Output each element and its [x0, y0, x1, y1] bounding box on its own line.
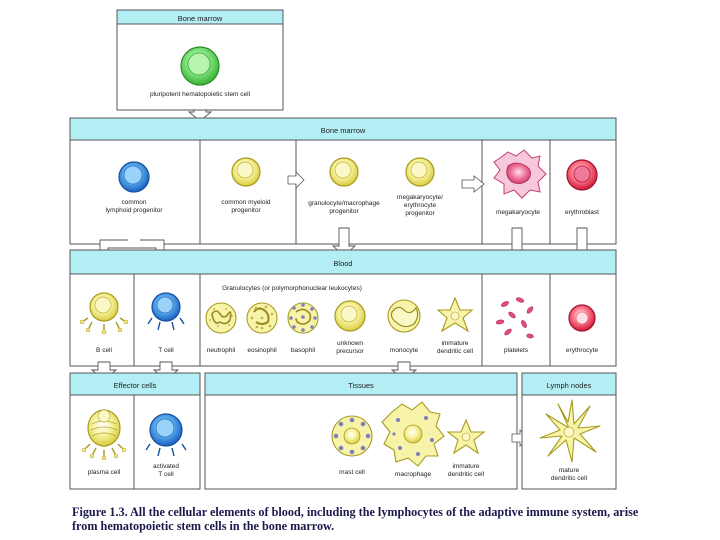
lymphoid-progenitor-label-1: common — [122, 199, 147, 206]
stem-cell-label: pluripotent hematopoietic stem cell — [150, 91, 251, 98]
erythroblast-cell — [566, 159, 598, 191]
lymph-title: Lymph nodes — [547, 381, 592, 390]
tissues-panel: Tissues mast cell macrophage — [204, 372, 518, 490]
myeloid-progenitor-cell — [231, 157, 261, 187]
gm-progenitor-cell — [329, 157, 359, 187]
mature-dc-label-1: mature — [559, 467, 580, 474]
lymphoid-progenitor-label-2: lymphoid progenitor — [105, 207, 163, 214]
arrow-stem-down — [187, 109, 213, 122]
tissue-immature-dc-label-1: immature — [452, 463, 479, 470]
eosinophil-label: eosinophil — [247, 347, 277, 354]
granulocytes-title: Granulocytes (or polymorphonuclear leuko… — [222, 285, 362, 292]
blood-immature-dc-label-2: dendritic cell — [437, 348, 474, 355]
neutrophil-label: neutrophil — [207, 347, 236, 354]
gm-progenitor-label-1: granulocyte/macrophage — [308, 200, 380, 207]
gm-progenitor-label-2: progenitor — [329, 208, 359, 215]
caption-line-2: from hematopoietic stem cells in the bon… — [72, 519, 335, 533]
erythrocyte-cell — [568, 304, 596, 332]
mature-dc-cell — [539, 399, 601, 463]
mature-dc-label-2: dendritic cell — [551, 475, 588, 482]
megakaryocyte-cell — [493, 149, 547, 199]
platelets — [495, 297, 534, 339]
effector-title: Effector cells — [114, 381, 157, 390]
tissue-immature-dc-label-2: dendritic cell — [448, 471, 485, 478]
mast-cell — [331, 415, 373, 457]
plasma-cell-label: plasma cell — [88, 469, 121, 476]
erythroblast-label: erythroblast — [565, 209, 599, 216]
blood-immature-dc-cell — [436, 296, 474, 333]
figure-caption: Figure 1.3. All the cellular elements of… — [72, 505, 692, 533]
unknown-precursor-label-1: unknown — [337, 340, 363, 347]
platelets-label: platelets — [504, 347, 529, 354]
tissues-title: Tissues — [348, 381, 374, 390]
blood-panel: Blood Granulocytes (or polymorphonuclear… — [69, 249, 617, 367]
arrow-myeloid-to-gm — [287, 171, 305, 189]
mk-progenitor-label-2: erythrocyte — [404, 202, 437, 209]
top-marrow-panel: Bone marrow pluripotent hematopoietic st… — [116, 9, 284, 111]
myeloid-progenitor-label-1: common myeloid — [221, 199, 271, 206]
effector-panel: Effector cells plasma cell activated T c… — [69, 372, 201, 490]
basophil-cell — [287, 302, 319, 334]
mk-progenitor-cell — [405, 157, 435, 187]
activated-t-label-1: activated — [153, 463, 179, 470]
neutrophil-cell — [205, 302, 237, 334]
monocyte-cell — [387, 299, 421, 333]
mast-cell-label: mast cell — [339, 469, 365, 476]
b-cell — [79, 292, 129, 335]
erythrocyte-label: erythrocyte — [566, 347, 599, 354]
lymphoid-progenitor-cell — [118, 161, 150, 193]
t-cell — [147, 292, 185, 331]
marrow-panel: Bone marrow common lymphoid progenitor c… — [69, 117, 617, 245]
eosinophil-cell — [246, 302, 278, 334]
basophil-label: basophil — [291, 347, 316, 354]
blood-title: Blood — [333, 259, 352, 268]
caption-line-1: Figure 1.3. All the cellular elements of… — [72, 505, 639, 519]
megakaryocyte-label: megakaryocyte — [496, 209, 540, 216]
arrow-mk-to-megakaryocyte — [461, 175, 485, 193]
tissue-immature-dc-cell — [446, 418, 486, 455]
mk-progenitor-label-3: progenitor — [405, 210, 435, 217]
monocyte-label: monocyte — [390, 347, 419, 354]
macrophage-cell — [381, 401, 445, 467]
unknown-precursor-label-2: precursor — [336, 348, 364, 355]
myeloid-progenitor-label-2: progenitor — [231, 207, 261, 214]
activated-t-cell — [145, 413, 187, 457]
b-cell-label: B cell — [96, 347, 112, 354]
top-marrow-title: Bone marrow — [178, 14, 223, 23]
activated-t-label-2: T cell — [158, 471, 174, 478]
mk-progenitor-label-1: megakaryocyte/ — [397, 194, 443, 201]
macrophage-label: macrophage — [395, 471, 432, 478]
stem-cell — [180, 46, 220, 86]
marrow-title: Bone marrow — [321, 126, 366, 135]
lymph-panel: Lymph nodes mature dendritic cell — [521, 372, 617, 490]
plasma-cell — [81, 409, 127, 461]
blood-immature-dc-label-1: immature — [441, 340, 468, 347]
unknown-precursor-cell — [334, 300, 366, 332]
t-cell-label: T cell — [158, 347, 174, 354]
